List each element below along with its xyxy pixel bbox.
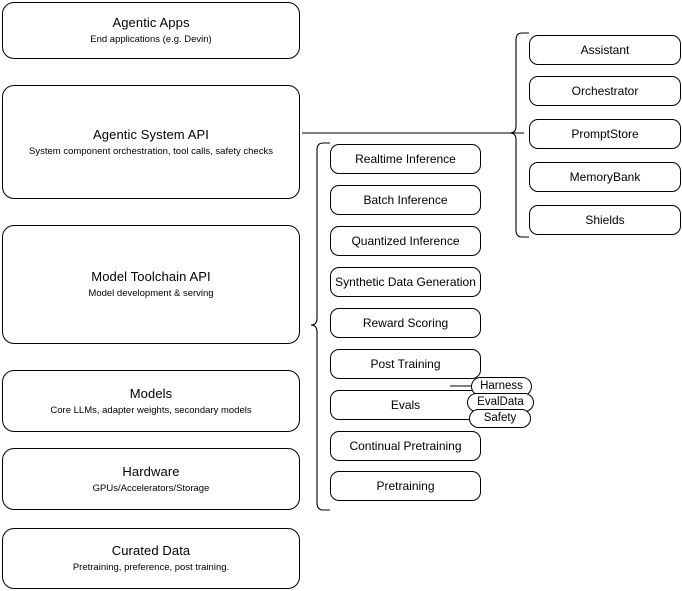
system-component-memorybank[interactable]: MemoryBank: [529, 162, 681, 192]
layer-agentic-system-api[interactable]: Agentic System API System component orch…: [2, 85, 300, 199]
eval-subcomponent-label: Safety: [483, 412, 517, 424]
toolchain-component-label: Evals: [390, 398, 421, 412]
system-component-label: PromptStore: [571, 127, 639, 141]
toolchain-component-label: Batch Inference: [363, 193, 448, 207]
toolchain-component-label: Continual Pretraining: [349, 439, 462, 453]
system-component-promptstore[interactable]: PromptStore: [529, 119, 681, 149]
toolchain-component-continual-pretraining[interactable]: Continual Pretraining: [330, 431, 481, 461]
layer-subtitle: Model development & serving: [88, 288, 214, 299]
toolchain-component-realtime-inference[interactable]: Realtime Inference: [330, 144, 481, 174]
layer-title: Model Toolchain API: [91, 269, 211, 284]
toolchain-component-label: Post Training: [370, 357, 441, 371]
layer-subtitle: GPUs/Accelerators/Storage: [92, 482, 210, 494]
layer-hardware[interactable]: Hardware GPUs/Accelerators/Storage: [2, 448, 300, 510]
layer-title: Curated Data: [111, 543, 191, 558]
layer-agentic-apps[interactable]: Agentic Apps End applications (e.g. Devi…: [2, 2, 300, 59]
system-component-assistant[interactable]: Assistant: [529, 35, 681, 65]
layer-title: Agentic System API: [93, 126, 209, 142]
toolchain-component-label: Reward Scoring: [362, 316, 449, 330]
toolchain-component-reward-scoring[interactable]: Reward Scoring: [330, 308, 481, 338]
toolchain-component-quantized-inference[interactable]: Quantized Inference: [330, 226, 481, 256]
layer-subtitle: Pretraining, preference, post training.: [72, 562, 230, 573]
eval-subcomponent-evaldata[interactable]: EvalData: [467, 393, 534, 412]
layer-subtitle: Core LLMs, adapter weights, secondary mo…: [50, 404, 252, 416]
layer-title: Agentic Apps: [112, 15, 190, 30]
layer-model-toolchain-api[interactable]: Model Toolchain API Model development & …: [2, 225, 300, 344]
toolchain-component-post-training[interactable]: Post Training: [330, 349, 481, 379]
eval-subcomponent-label: EvalData: [477, 396, 524, 408]
eval-subcomponent-safety[interactable]: Safety: [469, 409, 531, 428]
system-component-label: Assistant: [580, 43, 630, 57]
toolchain-component-label: Pretraining: [376, 479, 435, 493]
system-component-orchestrator[interactable]: Orchestrator: [529, 76, 681, 106]
layer-title: Models: [129, 385, 173, 401]
toolchain-component-batch-inference[interactable]: Batch Inference: [330, 185, 481, 215]
eval-subcomponent-label: Harness: [480, 380, 523, 392]
system-component-shields[interactable]: Shields: [529, 205, 681, 235]
layer-subtitle: System component orchestration, tool cal…: [29, 145, 273, 157]
toolchain-component-evals[interactable]: Evals: [330, 390, 481, 420]
brace-toolchain-components: [310, 142, 330, 511]
system-component-label: MemoryBank: [569, 170, 641, 184]
layer-subtitle: End applications (e.g. Devin): [90, 34, 212, 45]
layer-models[interactable]: Models Core LLMs, adapter weights, secon…: [2, 370, 300, 432]
toolchain-component-label: Synthetic Data Generation: [335, 275, 476, 289]
brace-system-components: [509, 32, 529, 238]
toolchain-component-label: Realtime Inference: [355, 152, 456, 166]
system-component-label: Orchestrator: [571, 84, 639, 98]
system-component-label: Shields: [585, 213, 625, 227]
toolchain-component-pretraining[interactable]: Pretraining: [330, 471, 481, 501]
toolchain-component-synthetic-data-generation[interactable]: Synthetic Data Generation: [330, 267, 481, 297]
layer-title: Hardware: [122, 463, 180, 479]
layer-curated-data[interactable]: Curated Data Pretraining, preference, po…: [2, 528, 300, 589]
toolchain-component-label: Quantized Inference: [351, 234, 460, 248]
